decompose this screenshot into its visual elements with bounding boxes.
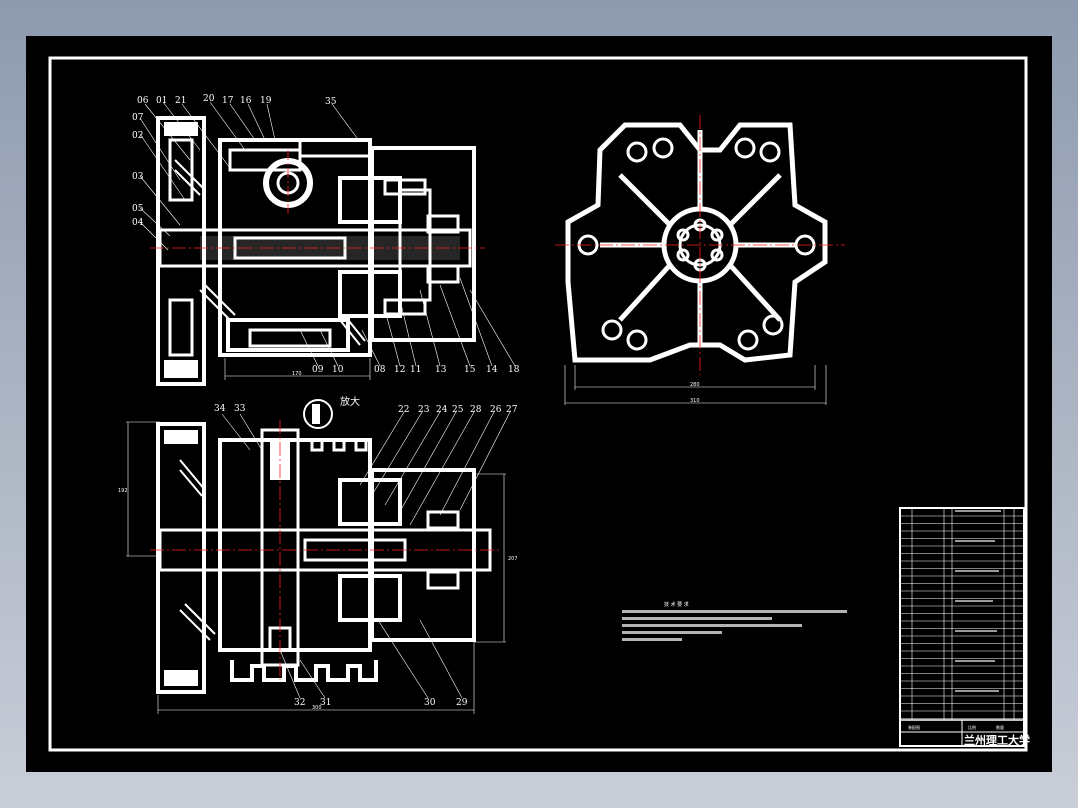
svg-text:10: 10 [332, 365, 344, 375]
svg-text:01: 01 [156, 96, 167, 106]
svg-text:20: 20 [203, 94, 215, 104]
view1-dimension: 170 [292, 371, 302, 377]
view3-dim-right: 207 [508, 556, 518, 562]
svg-text:14: 14 [486, 365, 498, 375]
svg-text:09: 09 [312, 365, 324, 375]
svg-text:34: 34 [214, 404, 226, 414]
view1-balloons: 06 01 21 20 17 16 19 35 07 02 03 05 04 0… [132, 94, 520, 375]
title-row-b: 比例 [968, 724, 976, 730]
title-row-a: 装配图 [908, 724, 920, 730]
drawing-sheet [26, 36, 1052, 772]
svg-text:21: 21 [175, 96, 186, 106]
view3-dim-left: 192 [118, 488, 128, 494]
technical-notes: 技 术 要 求 [622, 601, 847, 641]
svg-text:02: 02 [132, 131, 143, 141]
svg-text:32: 32 [294, 698, 305, 708]
svg-text:19: 19 [260, 96, 272, 106]
svg-text:35: 35 [325, 97, 337, 107]
svg-text:技 术 要 求: 技 术 要 求 [664, 601, 689, 608]
svg-text:25: 25 [452, 405, 464, 415]
title-row-c: 数量 [996, 724, 1004, 730]
svg-text:23: 23 [418, 405, 430, 415]
svg-text:27: 27 [506, 405, 518, 415]
title-block: 装配图 比例 数量 兰州理工大学 [899, 507, 1030, 747]
view3-dim-bottom: 300 [312, 705, 322, 711]
view2-dimension-outer: 310 [690, 398, 700, 404]
svg-text:24: 24 [436, 405, 448, 415]
svg-text:17: 17 [222, 96, 234, 106]
view2-dimension: 280 [690, 382, 700, 388]
view-1-section: 170 [139, 101, 516, 386]
svg-text:07: 07 [132, 113, 144, 123]
svg-text:03: 03 [132, 172, 144, 182]
svg-text:11: 11 [410, 365, 421, 375]
svg-text:31: 31 [320, 698, 331, 708]
svg-text:26: 26 [490, 405, 502, 415]
svg-text:30: 30 [424, 698, 436, 708]
svg-text:06: 06 [137, 96, 149, 106]
organization-name: 兰州理工大学 [964, 733, 1030, 747]
svg-text:05: 05 [132, 204, 144, 214]
svg-text:28: 28 [470, 405, 482, 415]
svg-text:29: 29 [456, 698, 468, 708]
outer-border [48, 56, 1028, 752]
svg-text:16: 16 [240, 96, 252, 106]
svg-text:12: 12 [394, 365, 405, 375]
view3-balloons: 34 33 22 23 24 25 28 26 27 32 31 30 29 [214, 404, 518, 708]
view-3-section: 放大 192 207 300 [118, 395, 518, 714]
view-2-end-view: 280 310 [555, 115, 845, 405]
svg-text:33: 33 [234, 404, 246, 414]
svg-text:04: 04 [132, 218, 144, 228]
detail-label: 放大 [340, 395, 360, 408]
svg-text:15: 15 [464, 365, 476, 375]
svg-text:18: 18 [508, 365, 520, 375]
svg-text:22: 22 [398, 405, 409, 415]
svg-text:08: 08 [374, 365, 386, 375]
svg-text:13: 13 [435, 365, 447, 375]
